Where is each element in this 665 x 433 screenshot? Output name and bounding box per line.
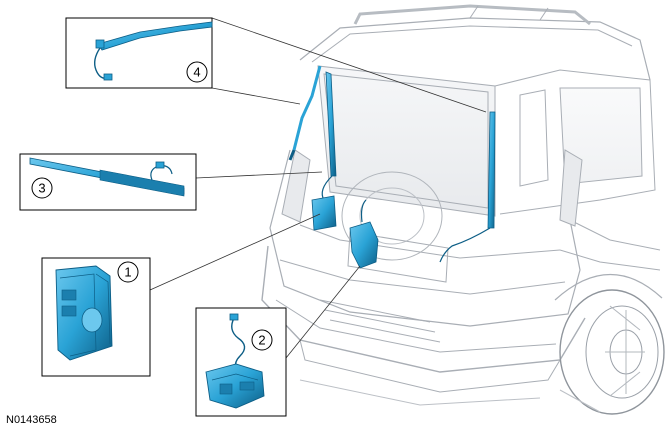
right-strut-wire [439,227,491,263]
callout-number-2: 2 [258,333,265,348]
module-on-vehicle [311,195,337,231]
callout-circle-4 [186,61,208,83]
latch-motor-wire [231,317,246,369]
callout-number-1: 1 [124,265,131,280]
callout-box-4: 4 [65,17,213,89]
latch-on-vehicle [349,221,379,269]
pinch-strip-part [97,21,213,51]
vehicle-ghost [261,4,665,415]
left-gas-strut [325,71,337,177]
callout-circle-1 [117,261,139,283]
figure-reference-id: N0143658 [6,414,57,426]
installed-parts [288,65,496,269]
leader-lines [149,17,487,359]
latch-motor-part [205,363,265,409]
callout-number-3: 3 [38,181,45,196]
callout-circle-2 [251,329,273,351]
pinch-strip-on-vehicle [292,65,322,151]
callout-box-2: 2 [195,307,287,417]
callout-box-1: 1 [41,257,151,377]
callout-box-3: 3 [19,153,197,211]
right-gas-strut [487,111,496,229]
callout-number-4: 4 [193,65,200,80]
callout-circle-3 [31,177,53,199]
